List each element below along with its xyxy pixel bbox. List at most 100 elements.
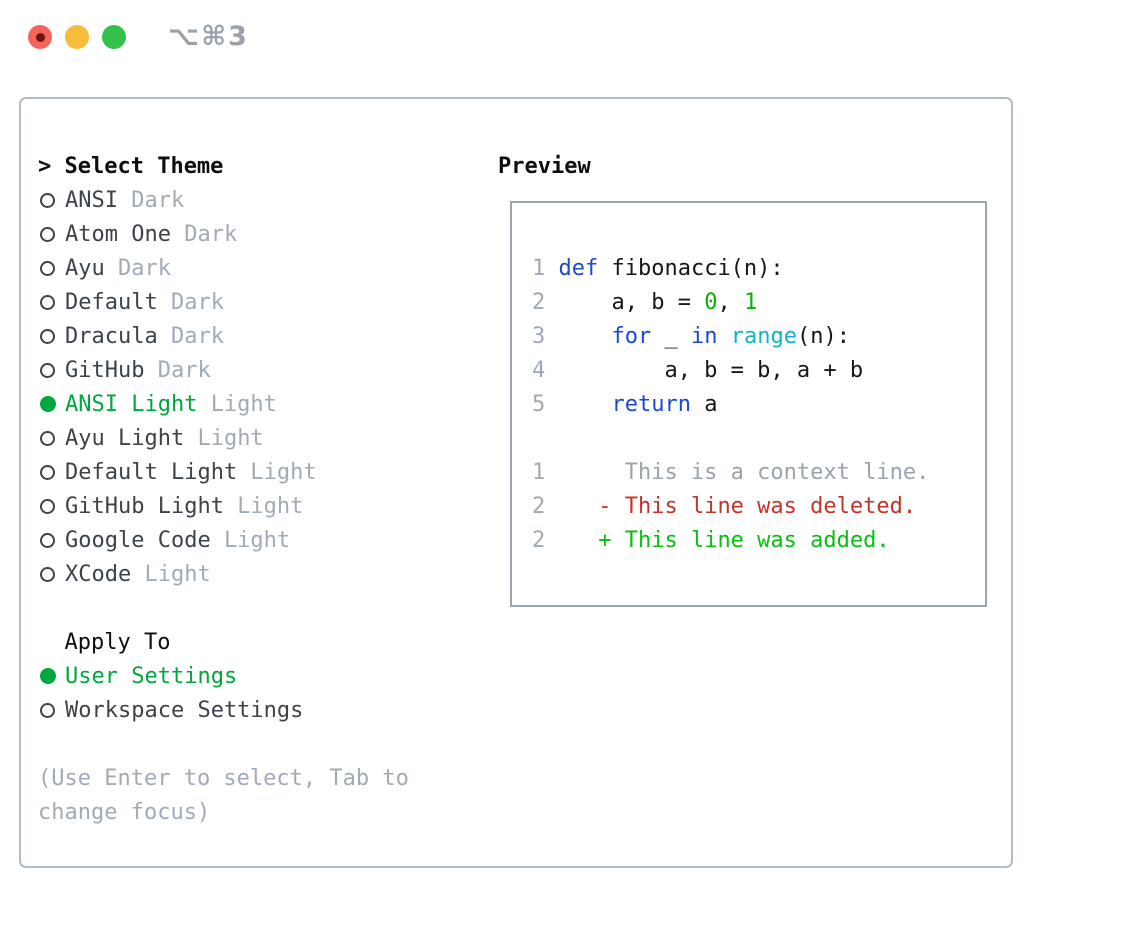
code-segment-context: This is a context line.: [558, 459, 930, 485]
code-line: 4 a, b = b, a + b: [532, 353, 985, 387]
preview-box: 1 def fibonacci(n): 2 a, b = 0, 1 3 for _ i…: [510, 201, 987, 607]
radio-icon: [40, 532, 55, 548]
apply-to-header: Apply To: [38, 625, 498, 659]
code-line: 2 a, b = 0, 1: [532, 285, 985, 319]
theme-option[interactable]: Default Dark: [38, 285, 498, 319]
apply-to-label: User Settings: [65, 663, 238, 689]
code-segment-code-text: fibonacci(n):: [598, 255, 784, 281]
theme-variant: Light: [210, 391, 277, 417]
code-segment-deleted: - This line was deleted.: [598, 493, 917, 519]
radio-selected-icon: [40, 668, 56, 684]
line-number: 2: [532, 289, 546, 315]
code-segment-code-text: [558, 392, 611, 417]
theme-option[interactable]: Default Light Light: [38, 455, 498, 489]
theme-option[interactable]: XCode Light: [38, 557, 498, 591]
select-theme-header: > Select Theme: [38, 149, 498, 183]
code-segment-code-text: (n):: [796, 323, 850, 349]
help-line: (Use Enter to select, Tab to: [38, 765, 409, 791]
apply-to-title: Apply To: [64, 629, 171, 655]
theme-variant: Light: [223, 527, 291, 553]
radio-icon: [40, 226, 55, 242]
theme-name: ANSI: [65, 187, 118, 213]
theme-option[interactable]: Ayu Light Light: [38, 421, 498, 455]
theme-name: Atom One: [65, 221, 171, 247]
line-number: 3: [532, 323, 546, 349]
theme-name: Default Light: [65, 459, 238, 485]
theme-variant: Dark: [170, 289, 224, 315]
code-line: 5 return a: [532, 387, 985, 421]
code-segment-code-text: a, b =: [558, 289, 705, 315]
apply-to-option[interactable]: Workspace Settings: [38, 693, 498, 727]
code-segment-code-text: ,: [717, 289, 744, 315]
code-segment-code-text: a: [690, 391, 718, 417]
theme-option[interactable]: Google Code Light: [38, 523, 498, 557]
code-segment-keyword: in: [690, 323, 718, 349]
code-line: 1 This is a context line.: [532, 455, 985, 489]
radio-icon: [40, 192, 55, 208]
theme-variant: Light: [144, 561, 211, 587]
titlebar: ⌥⌘3: [0, 0, 1140, 74]
radio-icon: [40, 294, 55, 310]
radio-icon: [40, 702, 55, 718]
theme-variant: Dark: [184, 221, 238, 247]
zoom-button[interactable]: [102, 25, 126, 49]
close-button[interactable]: [28, 25, 52, 49]
theme-variant: Dark: [117, 255, 171, 281]
theme-variant: Light: [197, 425, 264, 451]
radio-icon: [40, 464, 55, 480]
radio-icon: [40, 566, 55, 582]
theme-variant: Dark: [170, 323, 224, 349]
theme-name: Default: [65, 289, 158, 315]
code-segment-code-text: [558, 528, 598, 553]
theme-name: Ayu Light: [65, 425, 185, 451]
code-segment-added: + This line was added.: [598, 527, 890, 553]
line-number: 2: [532, 527, 546, 553]
code-segment-code-text: _: [651, 323, 691, 349]
code-line: [532, 421, 985, 455]
theme-name: Google Code: [65, 527, 211, 553]
help-text: (Use Enter to select, Tab to change focus…: [38, 761, 498, 829]
apply-to-label: Workspace Settings: [65, 697, 304, 723]
minimize-button[interactable]: [65, 25, 89, 49]
spacer: [38, 727, 498, 761]
help-line: change focus): [38, 799, 211, 825]
theme-option[interactable]: ANSI Light Light: [38, 387, 498, 421]
apply-to-option[interactable]: User Settings: [38, 659, 498, 693]
window-shortcut-label: ⌥⌘3: [168, 21, 249, 52]
line-number: 1: [532, 459, 546, 485]
code-segment-number: 0: [704, 289, 718, 315]
code-segment-builtin: range: [730, 323, 797, 349]
code-segment-code-text: [717, 324, 730, 349]
code-segment-code-text: [558, 494, 598, 519]
line-number: 1: [532, 255, 546, 281]
cursor-indicator: >: [38, 153, 52, 179]
theme-variant: Light: [250, 459, 317, 485]
select-theme-title: Select Theme: [64, 153, 224, 179]
theme-variant: Dark: [157, 357, 211, 383]
code-segment-keyword: return: [611, 391, 691, 417]
code-segment-keyword: for: [611, 323, 652, 349]
radio-icon: [40, 430, 55, 446]
line-number: 4: [532, 357, 546, 383]
theme-option[interactable]: Atom One Dark: [38, 217, 498, 251]
code-line: 1 def fibonacci(n):: [532, 251, 985, 285]
close-dot-icon: [35, 32, 45, 42]
theme-name: ANSI Light: [65, 391, 198, 417]
code-segment-keyword: def: [558, 255, 599, 281]
preview-header: Preview: [498, 149, 591, 183]
code-segment-code-text: [558, 324, 611, 349]
line-number: 5: [532, 391, 546, 417]
code-line: 2 - This line was deleted.: [532, 489, 985, 523]
preview-title: Preview: [498, 153, 591, 179]
theme-name: XCode: [65, 561, 132, 587]
spacer: [38, 591, 498, 625]
code-line: 2 + This line was added.: [532, 523, 985, 557]
